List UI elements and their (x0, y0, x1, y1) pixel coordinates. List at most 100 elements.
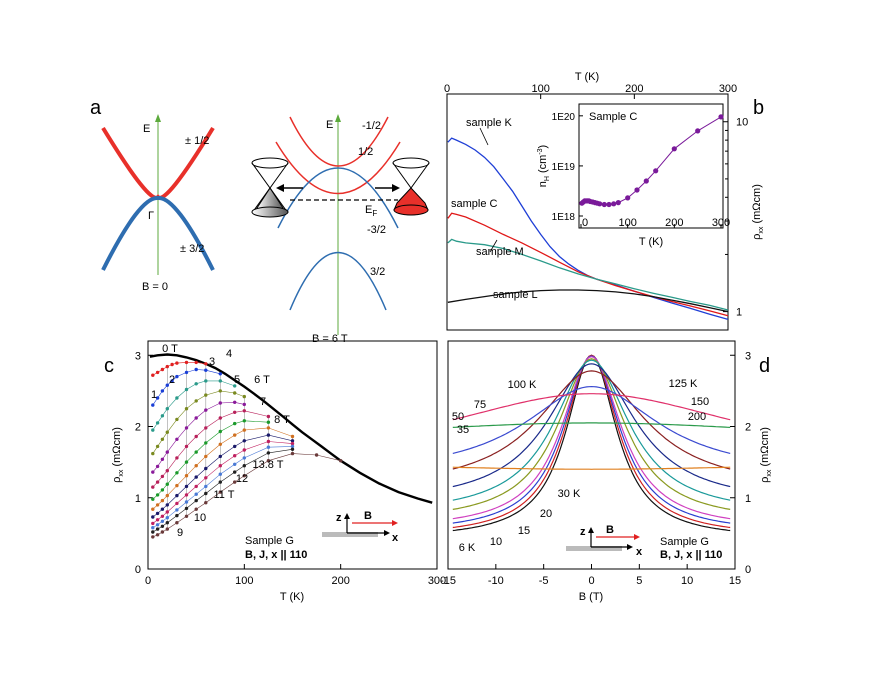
chart-b-frame (446, 93, 729, 331)
temperature-label-75: 75 (474, 399, 486, 411)
x-tick-label: 100 (235, 575, 253, 587)
data-point-8-t (242, 428, 246, 432)
leader-sample-m (489, 239, 498, 253)
data-point-1 (165, 364, 169, 369)
inset-data-point (634, 187, 640, 193)
weyl-cone-left-icon (251, 157, 289, 218)
data-point-3 (204, 379, 208, 383)
data-point-2 (170, 379, 174, 383)
band-diagram: E ± 1/2 Γ ± 3/2 B = 0 E -1/2 1/2 -3/2 3/… (101, 114, 430, 345)
field-label-0-t: 0 T (162, 343, 178, 355)
data-point-6-t (194, 434, 198, 439)
data-point-2 (165, 383, 169, 387)
data-point-5 (218, 401, 222, 405)
series-line-6-t (152, 410, 269, 488)
b-arrowhead-icon (392, 520, 398, 526)
data-point-11-t (233, 462, 237, 466)
data-point-12 (151, 530, 155, 534)
field-label-2: 2 (169, 374, 175, 386)
data-point-4 (242, 394, 246, 399)
data-point-7 (184, 460, 189, 464)
data-point-6-t (233, 410, 237, 414)
leader-sample-k (479, 127, 489, 146)
arrowhead-left-icon (276, 184, 284, 192)
data-point-10 (266, 439, 271, 444)
data-point-6-t (218, 416, 222, 420)
field-label-8-t: 8 T (274, 414, 290, 426)
data-point-4 (194, 399, 198, 403)
series-line-100-k (452, 385, 731, 454)
series-label-sample-l: sample L (493, 289, 538, 301)
data-point-13-8-t (165, 527, 169, 531)
data-point-12 (160, 524, 165, 528)
level-label-minus-three-half: -3/2 (367, 224, 386, 236)
data-point-6-t (151, 485, 155, 489)
data-point-9 (194, 475, 198, 479)
data-point-12 (233, 470, 237, 474)
data-point-9 (290, 439, 295, 443)
data-point-1 (170, 362, 174, 367)
x-tick-label: -10 (488, 575, 504, 587)
inset-xlabel: T (K) (639, 236, 663, 248)
y-tick-label: 1 (135, 493, 141, 505)
data-point-13-8-t (233, 480, 237, 484)
temperature-label-35: 35 (457, 424, 469, 436)
field-label-12: 12 (236, 473, 248, 485)
inset-data-point (611, 201, 617, 207)
data-point-8-t (290, 434, 295, 439)
data-point-10 (233, 454, 237, 458)
data-point-12 (218, 480, 222, 484)
series-line-sample-m (447, 238, 729, 311)
data-point-6-t (184, 444, 189, 449)
energy-arrow-icon (155, 114, 161, 122)
field-label-4: 4 (226, 348, 232, 360)
x-tick-label: -5 (539, 575, 549, 587)
series-line-13-8-t (152, 453, 341, 538)
data-point-2 (194, 367, 198, 372)
x-tick-label: -15 (440, 575, 456, 587)
y-tick-label: 3 (135, 350, 141, 362)
data-point-5 (204, 408, 208, 412)
data-point-9 (218, 454, 222, 459)
temperature-label-10: 10 (490, 536, 502, 548)
x-arrowhead-icon (627, 544, 633, 550)
weyl-cone-right-icon (392, 157, 430, 216)
data-point-10 (155, 518, 160, 522)
data-point-4 (184, 407, 189, 411)
field-label-7: 7 (260, 396, 266, 408)
series-line-sample-k (447, 137, 729, 321)
data-point-5 (155, 464, 160, 469)
data-point-6-t (155, 480, 160, 484)
chart-b-y-ticks: 110 (723, 117, 748, 319)
inset-data-point (606, 201, 612, 208)
data-point-13-8-t (175, 521, 179, 525)
data-point-13-8-t (151, 535, 155, 539)
data-point-7 (242, 419, 246, 423)
data-point-6-t (165, 469, 169, 473)
x-tick-label: 0 (588, 575, 594, 587)
panel-label-c: c (104, 355, 114, 377)
data-point-13-8-t (204, 501, 208, 505)
y-tick-label: 2 (745, 422, 751, 434)
data-point-9 (233, 444, 237, 449)
inset-data-point (643, 178, 649, 184)
data-point-11-t (204, 484, 208, 489)
field-label-13-8-t: 13.8 T (253, 459, 284, 471)
series-line-150 (452, 422, 731, 428)
data-point-13-8-t (266, 459, 271, 463)
series-line-2 (152, 369, 221, 406)
x-tick-label: 0 (145, 575, 151, 587)
temperature-label-100-k: 100 K (508, 379, 537, 391)
data-point-9 (184, 484, 189, 489)
x-tick-label: 300 (428, 575, 446, 587)
data-point-7 (151, 497, 155, 501)
data-point-7 (165, 482, 169, 486)
data-point-3 (160, 414, 165, 418)
data-point-4 (155, 444, 160, 449)
inset-title: Sample C (589, 111, 637, 123)
data-point-12 (242, 464, 246, 468)
